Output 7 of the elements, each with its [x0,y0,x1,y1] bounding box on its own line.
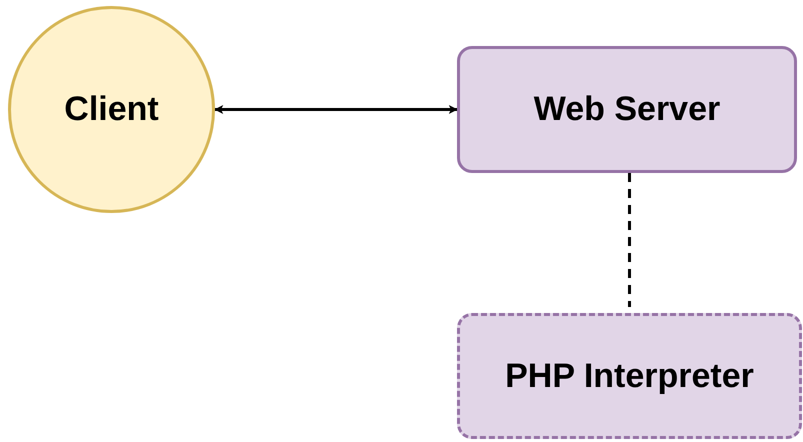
process-box [457,313,802,439]
arrow [214,105,458,114]
node-label: Client [64,90,159,129]
node-label: PHP Interpreter [505,356,754,396]
node-label: Web Server [534,90,720,129]
connector-line [628,173,631,307]
process-box [457,46,797,173]
